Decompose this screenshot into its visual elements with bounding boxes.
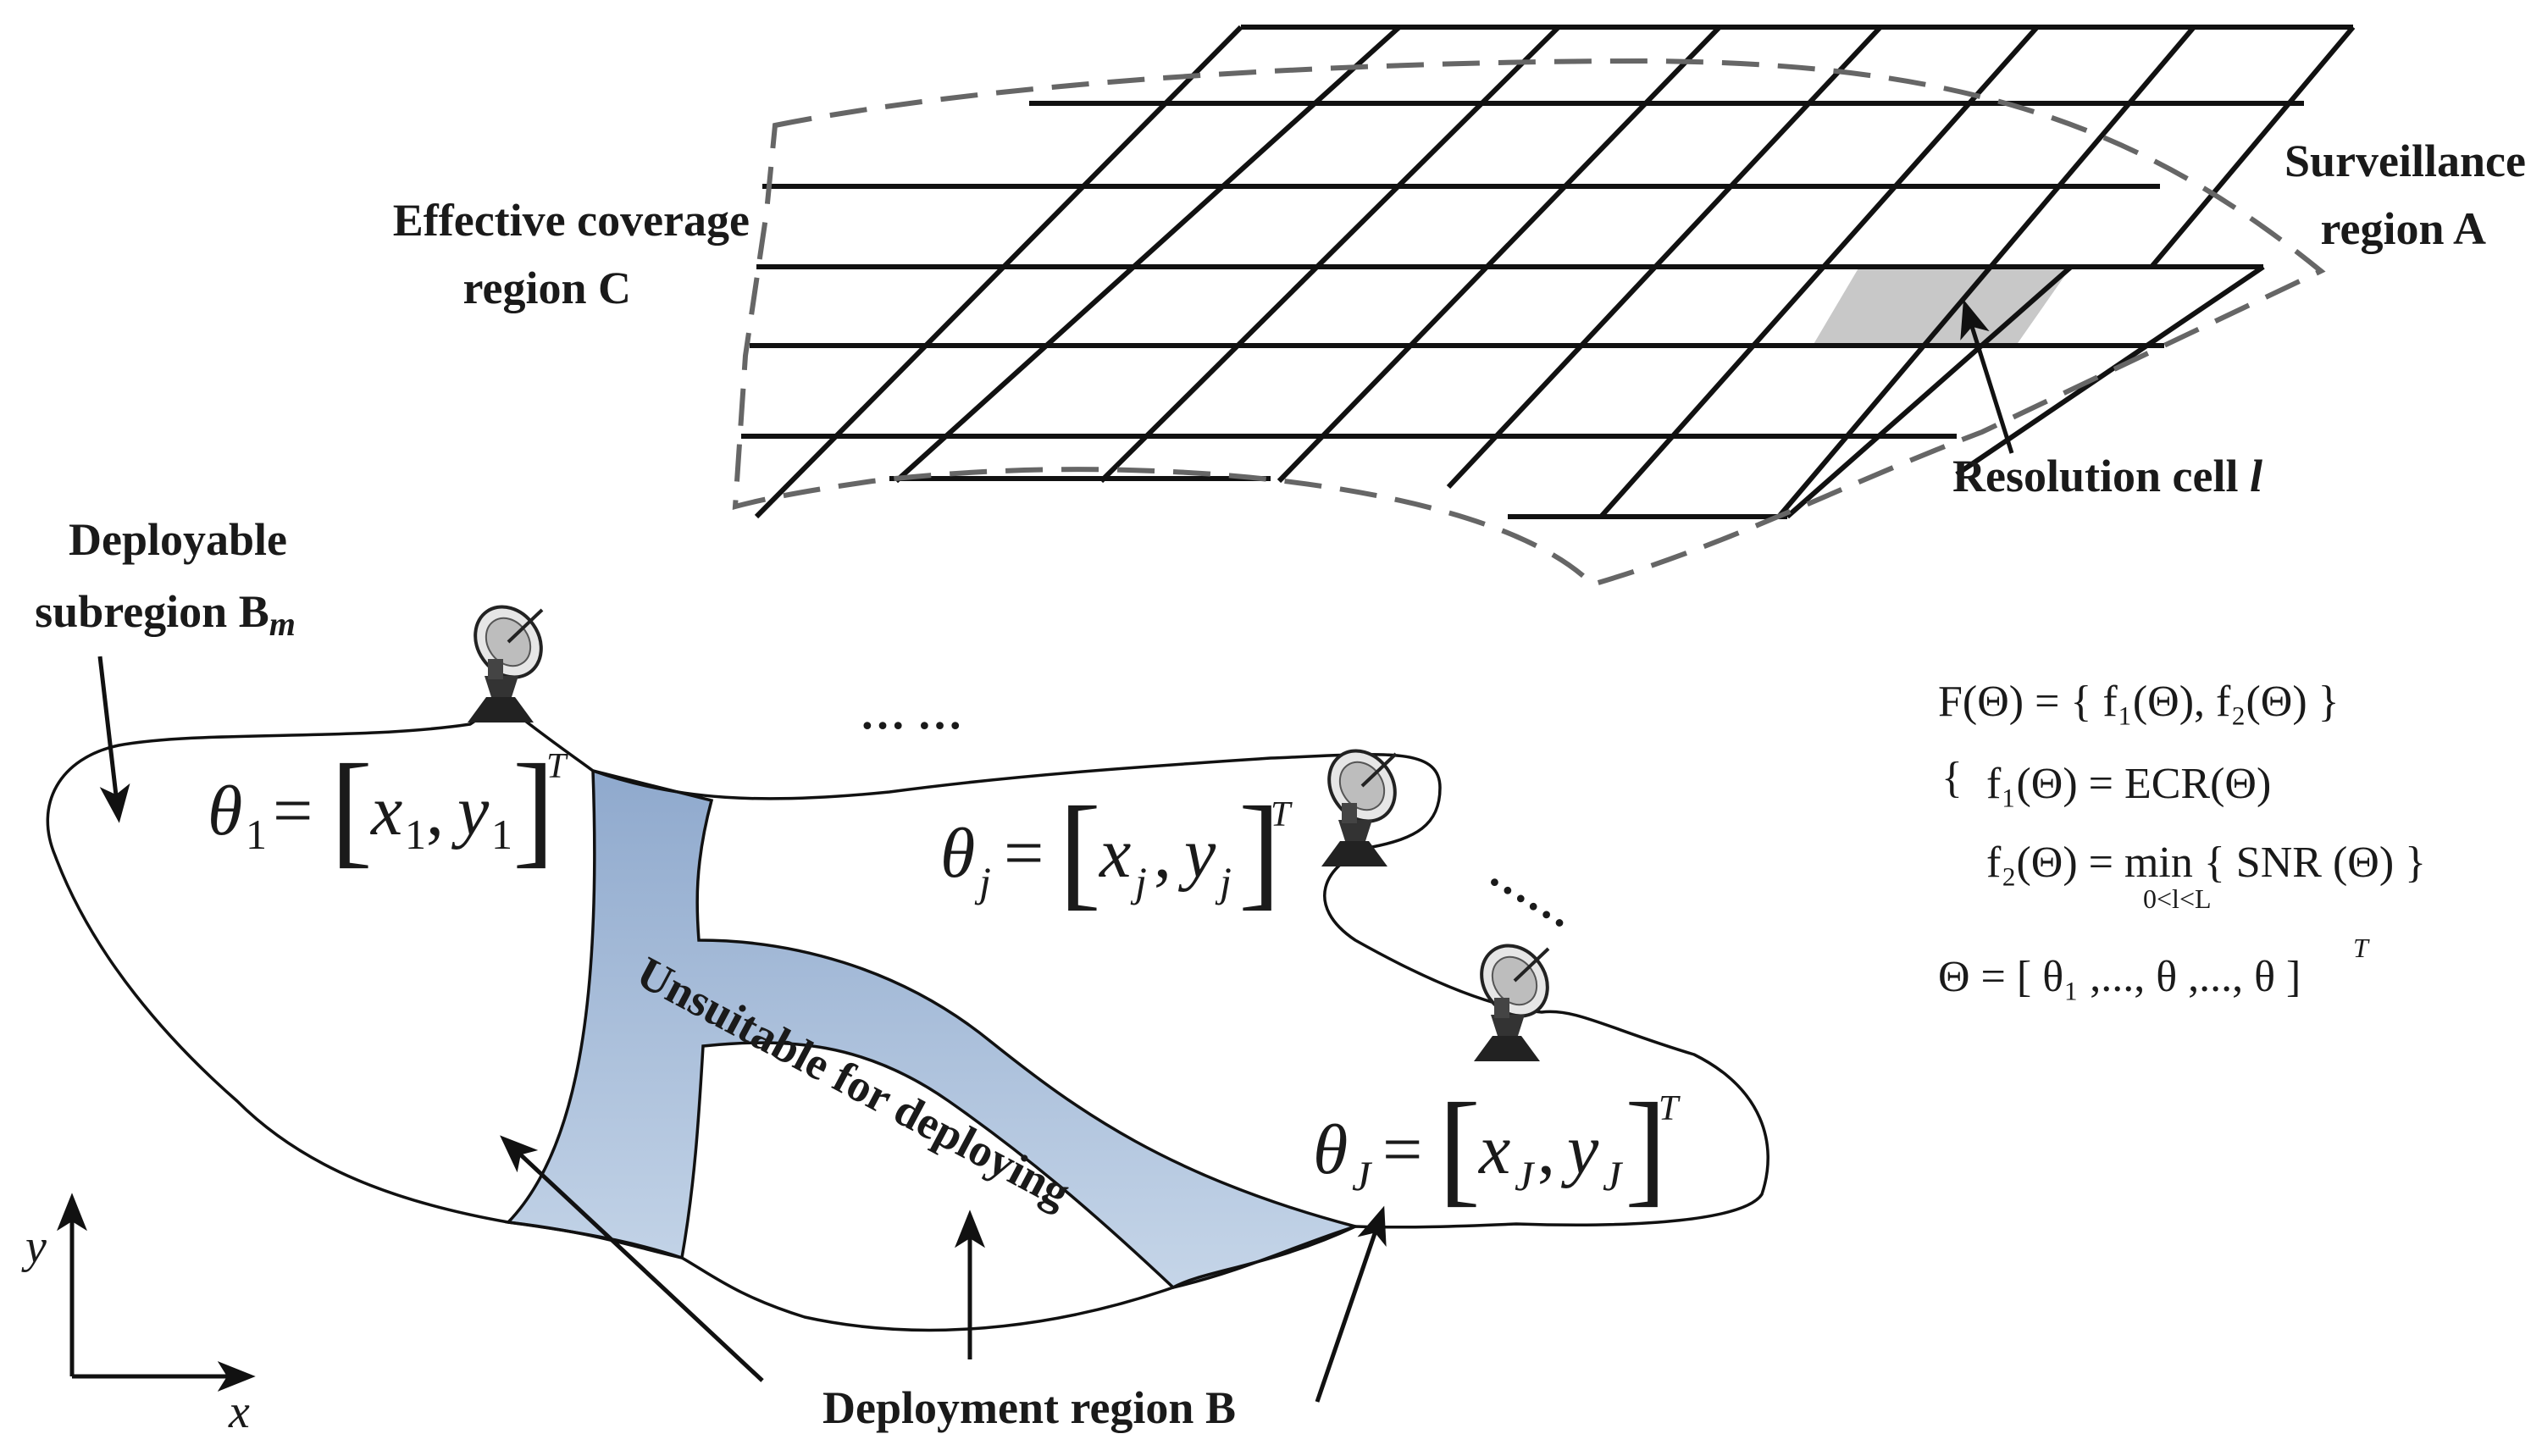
radar-dish-icon (1466, 931, 1563, 1063)
ellipsis-right: …… (1481, 846, 1586, 938)
position-thetaJ: θ J = [ x J , y J ] T (1313, 1077, 1681, 1218)
theta1-symbol: θ (208, 772, 242, 850)
ellipsis-top: … … (860, 688, 963, 739)
coordinate-axes: y x (21, 1193, 256, 1438)
thetaJ-equals: = (1382, 1110, 1422, 1189)
surveillance-label-line2: region A (2320, 203, 2486, 254)
thetaJ-y: y (1560, 1110, 1599, 1189)
thetaj-symbol: θ (940, 814, 975, 893)
thetaj-x-index: j (1130, 858, 1147, 905)
theta1-y: y (451, 772, 490, 850)
x-axis-label: x (228, 1386, 250, 1438)
f1-definition: f₁(Θ) = ECR(Θ) (1986, 760, 2271, 808)
f-brace: { (1941, 754, 1963, 802)
theta-vector: Θ = [ θ₁ ,..., θ ,..., θ ] (1938, 953, 2301, 1001)
theta1-index: 1 (246, 811, 267, 858)
resolution-cell-index: l (2250, 451, 2262, 501)
deployment-arrow-right (1315, 1205, 1387, 1403)
theta1-rbracket: ] (512, 739, 555, 879)
surveillance-grid (741, 25, 2356, 519)
thetaJ-symbol: θ (1313, 1110, 1348, 1189)
thetaJ-lbracket: [ (1438, 1077, 1481, 1218)
surveillance-label: Surveillance (2284, 136, 2526, 186)
f2-min-range: 0<l<L (2143, 883, 2212, 914)
thetaJ-y-index: J (1603, 1152, 1624, 1199)
thetaj-transpose: T (1271, 795, 1293, 834)
theta-vector-transpose: T (2353, 933, 2370, 963)
thetaJ-x: x (1477, 1110, 1510, 1189)
ellipsis-right-text: …… (1481, 846, 1586, 938)
deployable-label-subscript: m (269, 605, 296, 643)
position-theta1: θ 1 = [ x 1 , y 1 ] T (208, 739, 568, 879)
theta1-comma: , (426, 772, 444, 850)
unsuitable-region (505, 768, 1361, 1289)
deployment-arrow-left (500, 1135, 764, 1382)
deployable-label-line2-text: subregion Bm (35, 586, 296, 643)
deployable-label-line1: Deployable (69, 514, 287, 565)
deployment-region-label-text: Deployment region B (822, 1382, 1236, 1433)
ellipsis-top-text: … … (860, 688, 963, 739)
position-thetaj: θ j = [ x j , y j ] T (940, 781, 1293, 922)
thetaJ-transpose: T (1659, 1089, 1681, 1128)
deployment-region-label: Deployment region B (822, 1382, 1236, 1433)
theta1-transpose: T (546, 747, 568, 786)
thetaJ-comma: , (1537, 1110, 1555, 1189)
coverage-label: Effective coverage (393, 195, 750, 246)
thetaj-rbracket: ] (1238, 781, 1281, 922)
theta1-lbracket: [ (330, 739, 373, 879)
thetaj-y-index: j (1215, 858, 1232, 905)
radar-dish-icon (1314, 736, 1410, 868)
thetaj-x: x (1098, 814, 1131, 893)
theta1-x: x (369, 772, 402, 850)
coverage-region-outline (732, 58, 2326, 588)
theta1-y-index: 1 (491, 811, 512, 858)
thetaJ-rbracket: ] (1625, 1077, 1667, 1218)
coverage-label-line2-text: region C (463, 263, 632, 313)
theta1-x-index: 1 (405, 811, 426, 858)
thetaj-lbracket: [ (1059, 781, 1101, 922)
thetaj-comma: , (1154, 814, 1171, 893)
thetaJ-index: J (1352, 1152, 1373, 1199)
deployable-label: Deployable (69, 514, 287, 565)
coverage-label-line1: Effective coverage (393, 195, 750, 246)
resolution-cell (1813, 267, 2071, 346)
thetaj-index: j (974, 858, 991, 905)
thetaj-y: y (1177, 814, 1216, 893)
theta1-equals: = (273, 772, 313, 850)
radar-dish-icon (460, 592, 557, 724)
deployable-label-line2: subregion B (35, 586, 269, 637)
f2-definition: f₂(Θ) = min { SNR (Θ) } (1986, 839, 2426, 887)
surveillance-label-line2-text: region A (2320, 203, 2486, 254)
deployable-arrow (97, 656, 130, 823)
resolution-cell-label-text: Resolution cell (1952, 451, 2250, 501)
F-definition: F(Θ) = { f₁(Θ), f₂(Θ) } (1938, 678, 2340, 726)
y-axis-label: y (21, 1221, 47, 1273)
objective-equations: F(Θ) = { f₁(Θ), f₂(Θ) } { f₁(Θ) = ECR(Θ)… (1938, 678, 2426, 1001)
coverage-label-line2: region C (463, 263, 632, 313)
thetaj-equals: = (1004, 814, 1044, 893)
deployment-region-outline (46, 704, 1769, 1332)
resolution-cell-label: Resolution cell l (1952, 451, 2262, 501)
surveillance-label-line1: Surveillance (2284, 136, 2526, 186)
resolution-cell-arrow (1960, 299, 2014, 454)
thetaJ-x-index: J (1515, 1152, 1536, 1199)
